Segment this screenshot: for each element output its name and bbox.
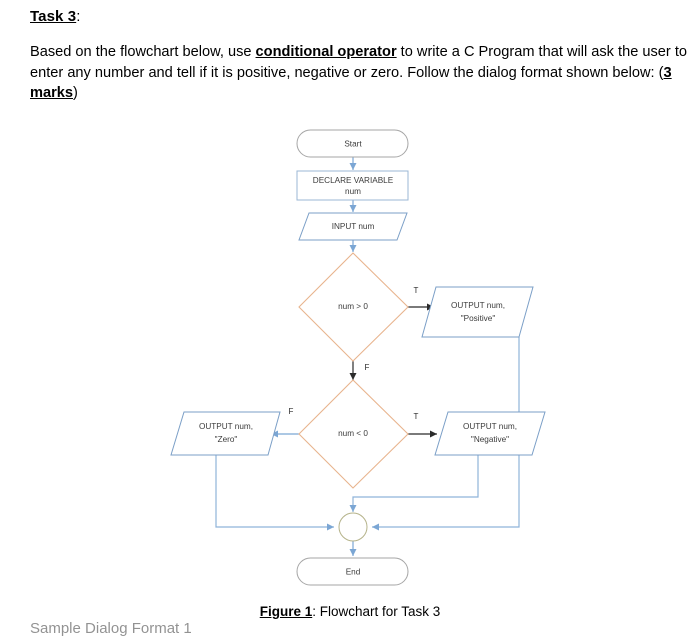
io-shape-output-positive — [421, 286, 534, 338]
edge-positive-to-merge — [372, 337, 520, 531]
decision-shape-num-gt-0 — [298, 252, 409, 362]
flow-node-negative-label: OUTPUT num, — [463, 422, 517, 431]
flow-node-decision1-label: num > 0 — [338, 302, 368, 311]
flow-node-zero-label2: "Zero" — [215, 435, 238, 444]
process-shape-declare — [296, 170, 409, 201]
branch-label-decision2-false: F — [289, 407, 294, 416]
decision-shape-num-lt-0 — [298, 379, 409, 489]
prompt-emphasis: conditional operator — [255, 44, 397, 60]
edge-zero-to-merge — [215, 455, 334, 531]
terminator-shape-end — [296, 557, 409, 586]
edge-negative-to-merge — [349, 455, 479, 512]
io-shape-input — [298, 212, 408, 241]
flow-node-start[interactable]: Start — [296, 129, 409, 158]
flow-node-decision2-label: num < 0 — [338, 429, 368, 438]
flow-node-decision-num-lt-0[interactable]: num < 0 — [298, 379, 409, 489]
task-heading: Task 3: — [30, 8, 80, 25]
prompt-marks: 3 marks — [30, 64, 672, 102]
prompt-text-part1: Based on the flowchart below, use — [30, 44, 256, 60]
flow-node-zero-label: OUTPUT num, — [199, 422, 253, 431]
flow-node-decision-num-gt-0[interactable]: num > 0 — [298, 252, 409, 362]
flowchart-diagram: Start DECLARE VARIABLE num INPUT num num… — [170, 129, 546, 586]
figure-caption-text: : Flowchart for Task 3 — [312, 604, 441, 619]
flow-node-end-label: End — [346, 568, 361, 577]
flow-node-input-label: INPUT num — [332, 222, 375, 231]
flow-node-input[interactable]: INPUT num — [298, 212, 408, 241]
io-shape-output-zero — [170, 411, 281, 456]
flow-node-positive-label2: "Positive" — [461, 314, 496, 323]
flow-connectors — [215, 157, 520, 556]
terminator-shape-start — [296, 129, 409, 158]
io-shape-output-negative — [434, 411, 546, 456]
flow-node-end[interactable]: End — [296, 557, 409, 586]
flow-node-output-negative[interactable]: OUTPUT num, "Negative" — [434, 411, 546, 456]
task-colon: : — [76, 8, 81, 25]
flow-node-declare[interactable]: DECLARE VARIABLE num — [296, 170, 409, 201]
branch-label-decision1-true: T — [414, 286, 419, 295]
prompt-text-part2: to write a C Program that will ask the u… — [30, 44, 687, 81]
sample-dialog-heading: Sample Dialog Format 1 — [30, 620, 192, 637]
flow-node-output-zero[interactable]: OUTPUT num, "Zero" — [170, 411, 281, 456]
figure-label: Figure 1 — [259, 604, 313, 619]
flow-node-declare-label2: num — [345, 187, 361, 196]
task-prompt: Based on the flowchart below, use condit… — [30, 42, 696, 104]
connector-shape-merge — [338, 512, 368, 542]
flow-node-negative-label2: "Negative" — [471, 435, 509, 444]
prompt-text-part3: ) — [73, 85, 78, 101]
flow-node-merge-connector[interactable] — [338, 512, 368, 542]
flow-node-start-label: Start — [344, 140, 362, 149]
flow-node-output-positive[interactable]: OUTPUT num, "Positive" — [421, 286, 534, 338]
branch-label-decision1-false: F — [365, 363, 370, 372]
branch-label-decision2-true: T — [414, 412, 419, 421]
flow-node-positive-label: OUTPUT num, — [451, 301, 505, 310]
figure-caption: Figure 1: Flowchart for Task 3 — [0, 604, 700, 619]
flow-node-declare-label: DECLARE VARIABLE — [313, 176, 394, 185]
task-label: Task 3 — [30, 8, 77, 25]
